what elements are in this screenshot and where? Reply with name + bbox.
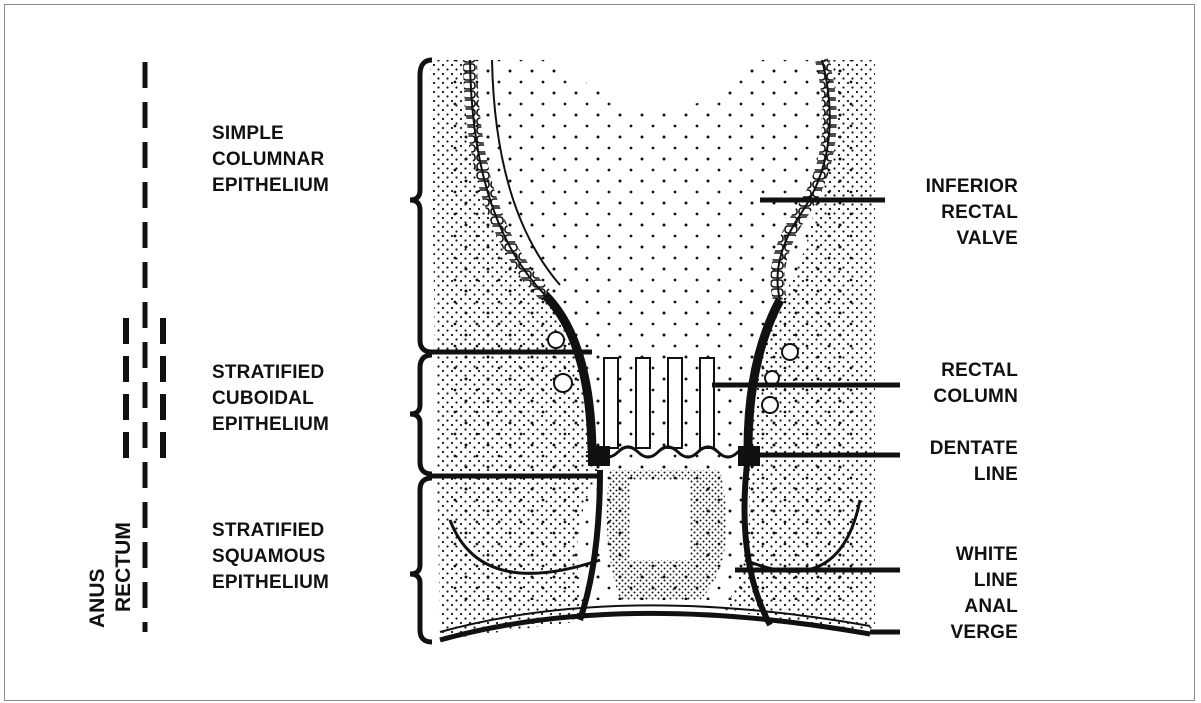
label-anal-verge: ANAL VERGE: [950, 594, 1018, 646]
label-rectal-column: RECTAL COLUMN: [933, 358, 1018, 410]
epithelium-braces: [410, 60, 432, 642]
label-stratified-cuboidal-epithelium: STRATIFIED CUBOIDAL EPITHELIUM: [212, 360, 329, 438]
label-white-line: WHITE LINE: [956, 542, 1018, 594]
label-anus: ANUS: [86, 568, 110, 628]
label-dentate-line: DENTATE LINE: [930, 436, 1018, 488]
label-rectum: RECTUM: [112, 522, 136, 612]
label-stratified-squamous-epithelium: STRATIFIED SQUAMOUS EPITHELIUM: [212, 518, 329, 596]
label-inferior-rectal-valve: INFERIOR RECTAL VALVE: [926, 174, 1018, 252]
label-simple-columnar-epithelium: SIMPLE COLUMNAR EPITHELIUM: [212, 121, 329, 199]
